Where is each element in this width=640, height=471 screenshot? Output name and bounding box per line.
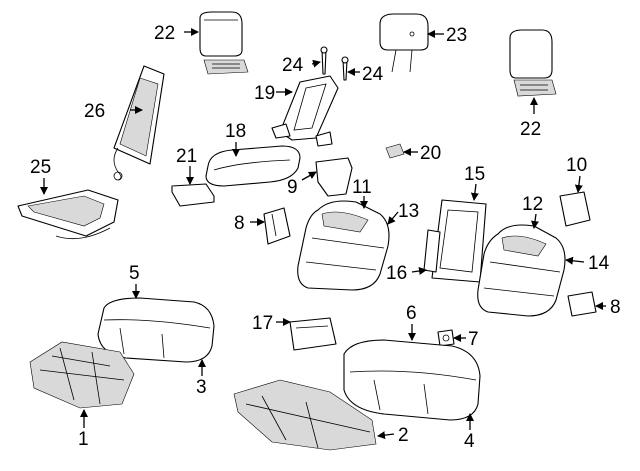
callout-7: 7 <box>468 329 479 350</box>
seatback-right <box>477 224 566 317</box>
seatback-frame-wire <box>113 65 165 181</box>
leader-lines <box>40 28 606 440</box>
callout-8-left: 8 <box>234 213 245 234</box>
seatback-center <box>297 200 390 291</box>
callout-22-top: 22 <box>154 23 175 44</box>
headrest-left <box>199 11 249 75</box>
callout-22-right: 22 <box>520 119 541 140</box>
side-bracket-right <box>567 291 597 317</box>
trim-cover <box>315 157 353 197</box>
seat-heater-pad <box>17 189 119 240</box>
trim-panel <box>289 317 337 351</box>
callout-10: 10 <box>566 155 587 176</box>
callout-26: 26 <box>84 101 105 122</box>
armrest-cushion <box>205 145 301 187</box>
callout-4: 4 <box>464 431 475 452</box>
seatback-frame <box>423 199 487 283</box>
cushion-frame-right <box>233 379 377 451</box>
side-bracket-left <box>263 207 291 245</box>
release-handle <box>437 329 455 347</box>
callout-23: 23 <box>446 25 467 46</box>
callout-6: 6 <box>406 303 417 324</box>
callout-12: 12 <box>522 194 543 215</box>
callout-13: 13 <box>398 201 419 222</box>
callout-25: 25 <box>30 157 51 178</box>
callout-9: 9 <box>287 177 298 198</box>
callout-labels: 22 23 22 24 24 19 26 18 21 20 9 10 11 15… <box>30 23 621 452</box>
seat-cushion-right <box>343 339 481 421</box>
callout-18: 18 <box>225 121 246 142</box>
callout-2: 2 <box>398 425 409 446</box>
callout-16: 16 <box>386 263 407 284</box>
cushion-frame-left <box>29 341 135 409</box>
clip <box>385 143 405 159</box>
guide-pins <box>320 46 349 81</box>
callout-17: 17 <box>252 313 273 334</box>
armrest-lid <box>171 183 215 207</box>
callout-19: 19 <box>254 83 275 104</box>
callout-5: 5 <box>129 263 140 284</box>
callout-11: 11 <box>352 177 372 198</box>
callout-3: 3 <box>196 377 207 398</box>
callout-24-left: 24 <box>282 55 304 76</box>
bracket-right-top <box>559 191 591 227</box>
headrest-center <box>379 13 429 73</box>
armrest-frame <box>271 75 339 147</box>
callout-20: 20 <box>420 143 441 164</box>
callout-21: 21 <box>176 146 197 167</box>
callout-8-right: 8 <box>610 297 621 318</box>
headrest-right <box>509 29 557 97</box>
callout-14: 14 <box>588 253 610 274</box>
callout-1: 1 <box>78 429 89 450</box>
callout-15: 15 <box>464 164 485 185</box>
callout-24-right: 24 <box>362 64 384 85</box>
